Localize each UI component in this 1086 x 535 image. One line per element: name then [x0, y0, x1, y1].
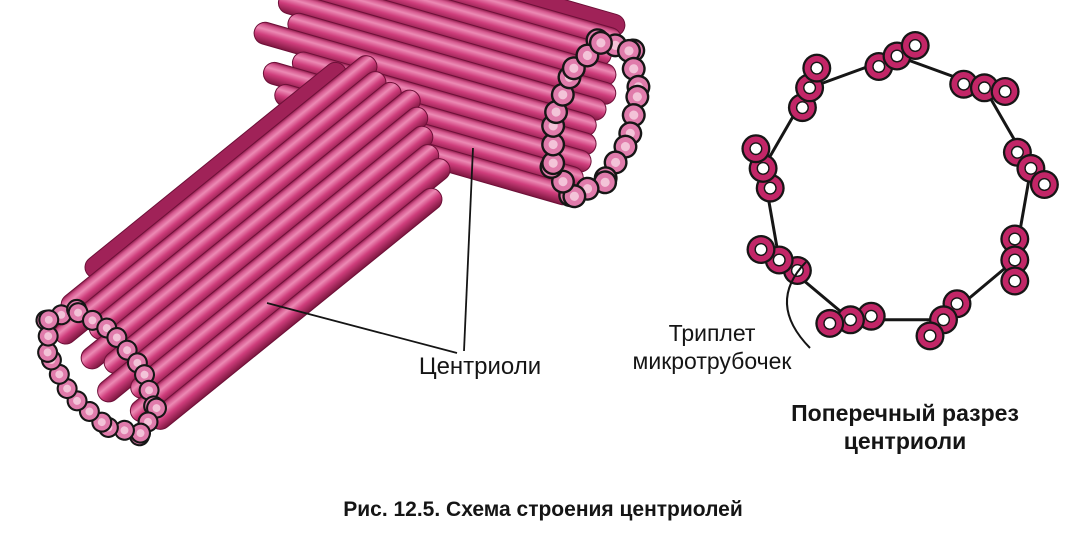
centrioles-label: Центриоли	[419, 353, 541, 380]
pointer-line-to-lower-centriole	[266, 302, 458, 354]
triplet-label-line1: Триплет	[669, 320, 756, 346]
upper-centriole-end-circles	[539, 28, 651, 209]
triplet-label-line2: микротрубочек	[633, 348, 793, 374]
figure-caption: Рис. 12.5. Схема строения центриолей	[343, 498, 743, 521]
cross-section-label-line1: Поперечный разрез	[791, 400, 1019, 426]
cross-section-label-line2: центриоли	[844, 428, 967, 454]
centrioles-pointer-lines	[266, 147, 474, 354]
pointer-line-to-upper-centriole	[463, 147, 474, 352]
triplet-bracket	[785, 261, 811, 349]
lower-centriole-end-circles	[35, 298, 168, 447]
lower-centriole-illustration	[35, 55, 451, 447]
lower-centriole-tubes	[54, 55, 451, 430]
cross-section-diagram	[741, 31, 1059, 351]
